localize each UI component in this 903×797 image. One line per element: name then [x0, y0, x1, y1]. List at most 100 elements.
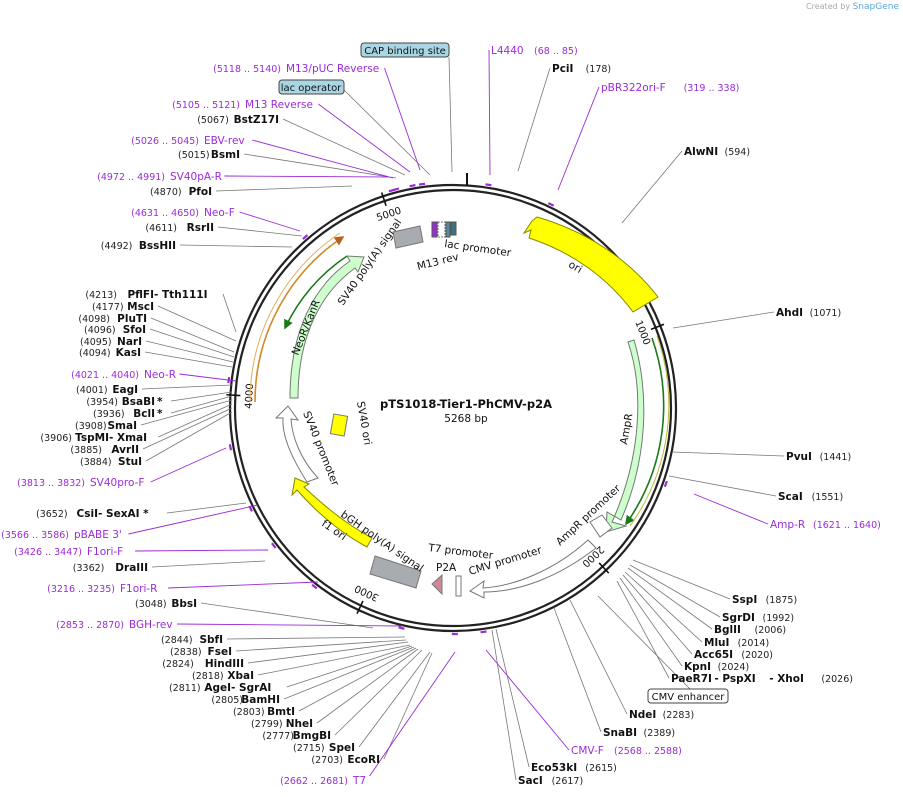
primer-name: M13/pUC Reverse [286, 63, 379, 75]
feature-m13-rev [431, 221, 438, 238]
enzyme-name: Eco53kI [531, 762, 577, 774]
feature-t7-promoter [455, 575, 462, 597]
enzyme-position: (594) [725, 147, 751, 158]
primer-site-l4440: L4440(68 .. 85) [491, 45, 578, 57]
primer-mark [227, 376, 231, 384]
enzyme-position: (2014) [738, 638, 770, 649]
primer-leader [168, 581, 319, 589]
enzyme-name: MscI [127, 301, 154, 313]
primer-site-m13-puc-reverse: (5118 .. 5140)M13/pUC Reverse [213, 63, 379, 75]
enzyme-position: (2799) [251, 719, 283, 730]
orf-amp-outline [629, 335, 670, 527]
enzyme-leader [217, 226, 303, 237]
enzyme-leader [491, 629, 517, 781]
enzyme-leader [668, 475, 777, 497]
enzyme-leader [619, 577, 683, 667]
enzyme-name: PciI [552, 63, 573, 75]
enzyme-leader [316, 648, 419, 724]
boxed-label-cap-binding-site: CAP binding site [360, 42, 450, 58]
enzyme-leader [672, 311, 775, 329]
enzyme-name: SfoI [123, 324, 146, 336]
primer-mark [271, 542, 277, 549]
enzyme-site-spei: SpeI(2715) [293, 742, 355, 754]
enzyme-leader [157, 305, 237, 342]
enzyme-position: (4213) [85, 290, 117, 301]
enzyme-site-bstz17i: BstZ17I(5067) [197, 114, 279, 126]
enzyme-name: BssHII [139, 240, 176, 252]
enzyme-leader [150, 317, 235, 353]
enzyme-leader [629, 564, 721, 618]
enzyme-leader [144, 351, 233, 368]
enzyme-leader [383, 652, 433, 760]
enzyme-position: (2777) [262, 731, 294, 742]
feature-ori [522, 216, 659, 313]
enzyme-position: (1071) [810, 308, 842, 319]
enzyme-position: (2805) [211, 695, 243, 706]
enzyme-site-pvui: PvuI(1441) [786, 451, 851, 463]
primer-name: Neo-R [144, 369, 176, 381]
feature-bgh-polya [369, 555, 422, 589]
enzyme-position: (2715) [293, 743, 325, 754]
enzyme-leader [235, 639, 407, 652]
enzyme-leader [622, 574, 693, 655]
enzyme-position: (1992) [763, 613, 795, 624]
enzyme-leader [495, 628, 530, 768]
primer-mark [485, 183, 492, 187]
primer-site-pbabe-3-: (3566 .. 3586)pBABE 3' [1, 529, 122, 541]
cap-site-leader [448, 56, 453, 173]
enzyme-name: AgeI [204, 682, 231, 694]
enzyme-leader [632, 559, 731, 600]
enzyme-leader [140, 399, 233, 426]
enzyme-name: SacI [518, 775, 543, 787]
primer-leader [693, 493, 769, 525]
enzyme-leader [247, 641, 409, 664]
enzyme-alt-name: - SexAI * [98, 508, 149, 520]
primer-mark [418, 182, 426, 186]
enzyme-name: SspI [732, 594, 757, 606]
orf-neor-arrow-orange [254, 236, 345, 403]
enzyme-site-draiii: DraIII(3362) [73, 562, 148, 574]
primer-mark [311, 583, 318, 590]
feature-sv40-promoter [274, 405, 319, 483]
feature-label-m13-rev: M13 rev [416, 251, 460, 273]
primer-mark [398, 626, 405, 630]
enzyme-name: Acc65I [694, 649, 733, 661]
site-labels: BstZ17I(5067)BsmI(5015)PfoI(4870)RsrII(4… [1, 45, 881, 787]
primer-leader [177, 623, 403, 627]
enzyme-name: SgrDI [722, 612, 755, 624]
primer-position: (3813 .. 3832) [17, 478, 85, 489]
primer-position: (68 .. 85) [534, 46, 578, 57]
boxed-label-lac-operator-text: lac operator [281, 83, 342, 94]
enzyme-position: (4096) [84, 325, 116, 336]
enzyme-position: (2818) [192, 671, 224, 682]
primer-site-sv40pro-f: (3813 .. 3832)SV40pro-F [17, 477, 144, 489]
enzyme-name: PfoI [189, 186, 212, 198]
primer-leader [557, 86, 600, 191]
tick-3000 [356, 600, 364, 615]
enzyme-site-sbfi: SbfI(2844) [161, 634, 223, 646]
enzyme-position: (2803) [233, 707, 265, 718]
enzyme-position: (3884) [80, 457, 112, 468]
feature-label-t7: T7 promoter [427, 542, 495, 562]
enzyme-site-csii: - SexAI *CsiI(3652) [36, 508, 149, 520]
enzyme-site-ahdi: AhdI(1071) [776, 307, 841, 319]
primer-position: (4021 .. 4040) [71, 370, 139, 381]
primer-leader [150, 447, 227, 483]
enzyme-position: (2615) [585, 763, 617, 774]
enzyme-leader [621, 150, 683, 224]
enzyme-position: (1551) [812, 492, 844, 503]
enzyme-site-alwni: AlwNI(594) [684, 146, 750, 158]
tick-5000 [380, 192, 387, 207]
enzyme-site-bmti: BmtI(2803) [233, 706, 295, 718]
primer-position: (1621 .. 1640) [813, 520, 881, 531]
enzyme-leader [671, 451, 785, 457]
enzyme-leader [358, 651, 431, 748]
primer-position: (5105 .. 5121) [172, 100, 240, 111]
feature-label-sv40-polya: SV40 poly(A) signal [336, 217, 405, 308]
enzyme-position: (2703) [311, 755, 343, 766]
enzyme-name: TspMI [75, 432, 109, 444]
enzyme-site-bsmi: BsmI(5015) [178, 149, 240, 161]
primer-mark [663, 480, 668, 488]
feature-cap-site [450, 221, 457, 236]
